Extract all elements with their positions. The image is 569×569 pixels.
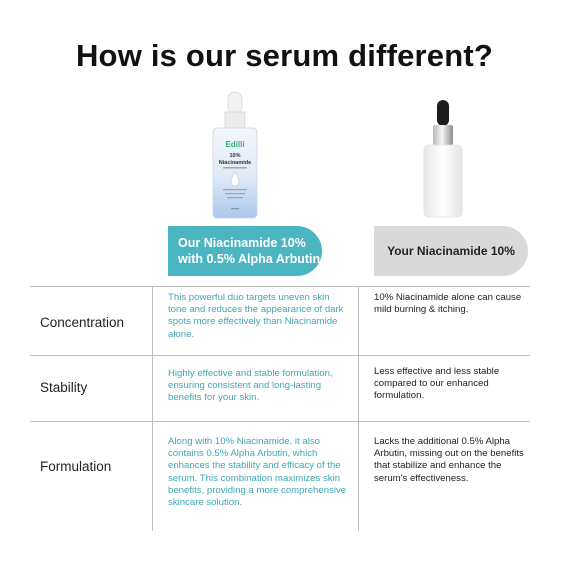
page-title: How is our serum different? bbox=[75, 38, 494, 73]
column-divider bbox=[358, 286, 359, 531]
our-product-column-header: Our Niacinamide 10% with 0.5% Alpha Arbu… bbox=[168, 226, 322, 276]
our-serum-bottle-image: Edilli 10% Niacinamide bbox=[212, 91, 258, 219]
column-divider bbox=[152, 286, 153, 531]
your-concentration-text: 10% Niacinamide alone can cause mild bur… bbox=[374, 292, 522, 316]
row-divider bbox=[30, 355, 530, 356]
row-divider bbox=[30, 286, 530, 287]
our-formulation-text: Along with 10% Niacinamide, it also cont… bbox=[168, 436, 347, 509]
row-label-formulation: Formulation bbox=[40, 459, 112, 474]
our-stability-text: Highly effective and stable formulation,… bbox=[168, 368, 333, 404]
generic-serum-bottle-image bbox=[423, 100, 463, 218]
our-concentration-text: This powerful duo targets uneven skin to… bbox=[168, 292, 344, 340]
bottle-brand-text: Edilli bbox=[225, 140, 244, 149]
your-formulation-text: Lacks the additional 0.5% Alpha Arbutin,… bbox=[374, 436, 524, 484]
your-product-column-header: Your Niacinamide 10% bbox=[374, 226, 528, 276]
row-label-stability: Stability bbox=[40, 380, 88, 395]
row-divider bbox=[30, 421, 530, 422]
bottle-strength-text: 10% bbox=[229, 153, 240, 159]
your-stability-text: Less effective and less stable compared … bbox=[374, 366, 500, 402]
row-label-concentration: Concentration bbox=[40, 315, 125, 330]
bottle-product-text: Niacinamide bbox=[219, 160, 251, 166]
